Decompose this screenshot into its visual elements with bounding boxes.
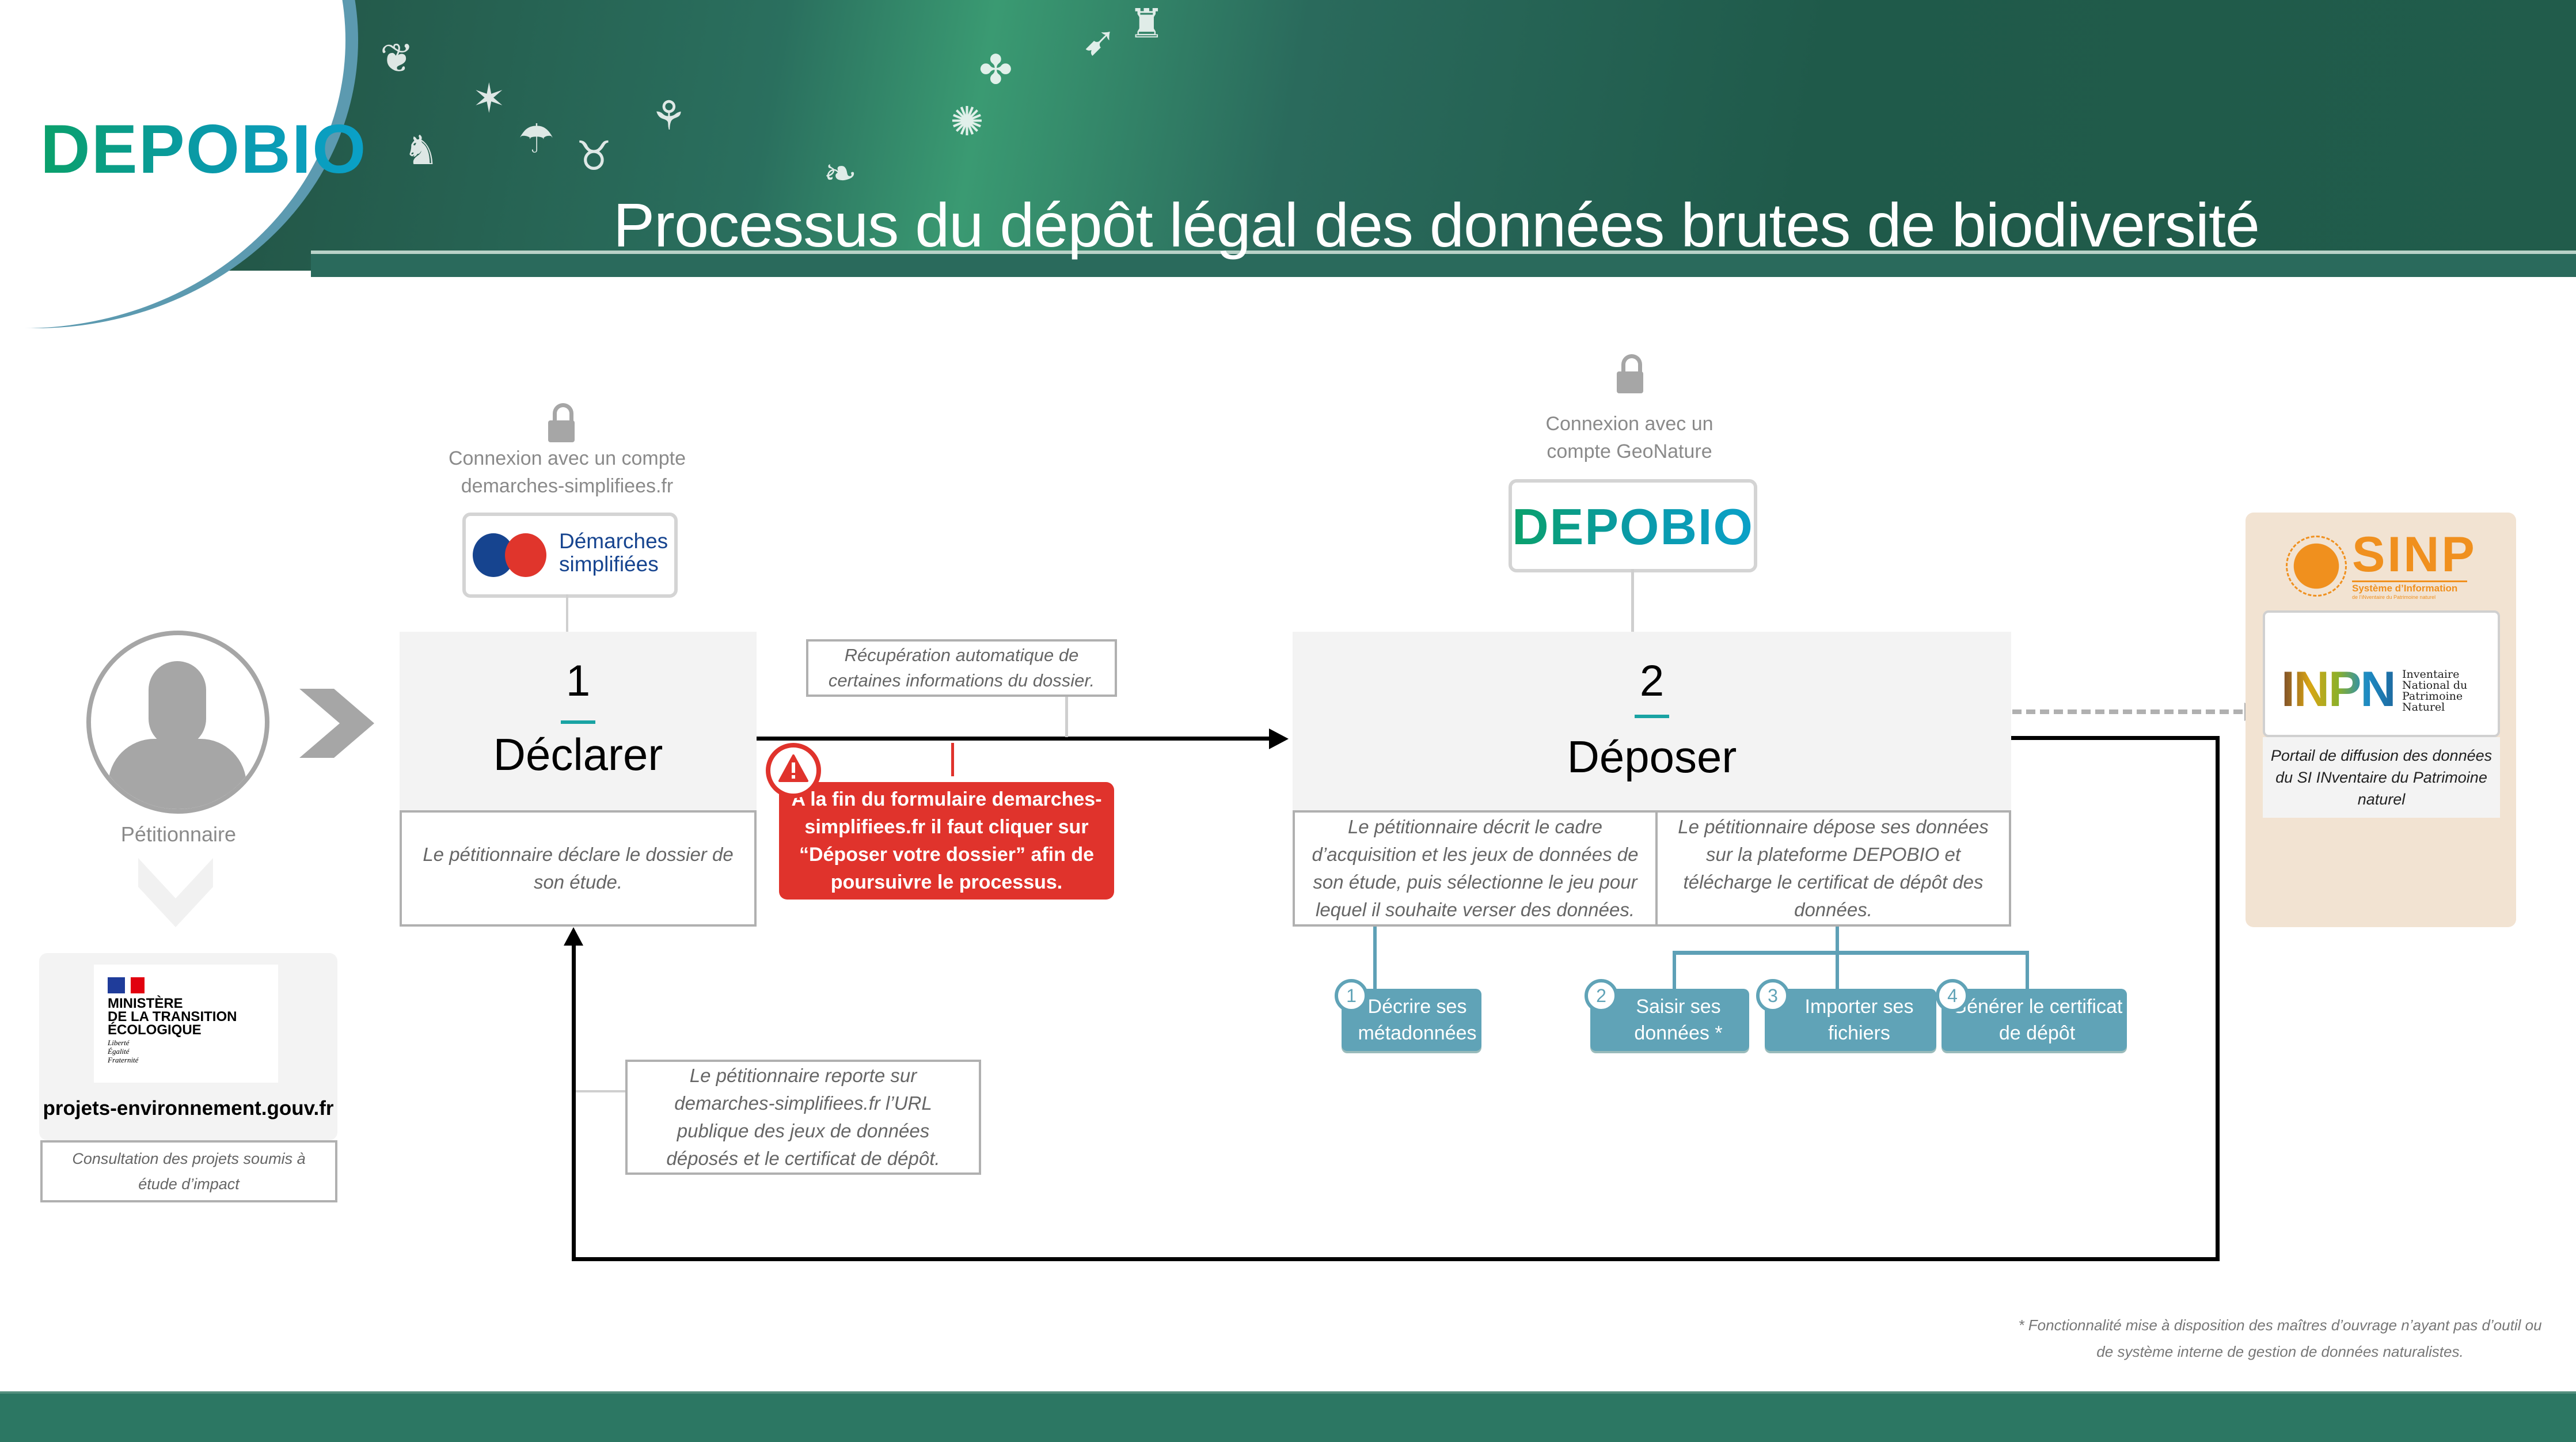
substep-describe-metadata[interactable]: Décrire ses métadonnées [1342, 989, 1481, 1051]
page-title: Processus du dépôt légal des données bru… [613, 190, 2260, 260]
ministere-logo: MINISTÈRE DE LA TRANSITION ÉCOLOGIQUE Li… [94, 965, 278, 1083]
demarches-simplifiees-logo[interactable]: Démarches simplifiées [462, 513, 678, 598]
feedback-note: Le pétitionnaire reporte sur demarches-s… [625, 1060, 981, 1175]
substep-number-badge: 2 [1585, 979, 1618, 1012]
step1-header: 1 Déclarer [400, 632, 757, 810]
step2-header: 2 Déposer [1293, 632, 2011, 810]
chevron-down-icon [138, 858, 213, 930]
step1-title: Déclarer [493, 729, 663, 780]
ministere-description: Consultation des projets soumis à étude … [40, 1140, 337, 1202]
step2-auth-caption: Connexion avec un compte GeoNature [1545, 413, 1713, 462]
connector-line [1631, 569, 1634, 632]
connector-line [1673, 951, 1676, 990]
connector-line [1673, 951, 2028, 955]
substep-number-badge: 1 [1335, 979, 1368, 1012]
sinp-subtitle2: de l’iNventaire du Patrimoine naturel [2352, 594, 2436, 600]
warning-triangle-icon [778, 754, 808, 782]
warning-callout: A la fin du formulaire demarches-simplif… [779, 782, 1114, 900]
feedback-loop-line [572, 1257, 2220, 1261]
leaf-icon: ❧ [823, 151, 857, 196]
arrow-right-icon [1269, 728, 1289, 749]
transfer-note: Récupération automatique de certaines in… [806, 639, 1117, 697]
deer-icon: ♞ [403, 128, 439, 173]
dashed-arrow-line [2012, 709, 2243, 714]
sinp-subtitle: Système d’Information [2352, 583, 2458, 594]
connector-line [576, 1090, 625, 1092]
depobio-logo: DEPOBIO [1512, 498, 1754, 555]
step2-description-right: Le pétitionnaire dépose ses données sur … [1655, 810, 2011, 927]
step2-underline [1635, 715, 1669, 718]
substep-generate-certificate[interactable]: Générer le certificat de dépôt [1942, 989, 2127, 1051]
substep-number-badge: 4 [1936, 979, 1969, 1012]
flag-icon [108, 977, 125, 993]
inpn-logo-box[interactable]: INPN Inventaire National du Patrimoine N… [2263, 610, 2500, 737]
person-avatar-icon [86, 631, 269, 814]
sinp-badge-icon [2286, 536, 2347, 597]
feedback-loop-line [2216, 736, 2220, 1261]
lock-icon [1617, 354, 1643, 393]
ministere-card: MINISTÈRE DE LA TRANSITION ÉCOLOGIQUE Li… [39, 953, 337, 1140]
shark-icon: ➹ [1082, 18, 1116, 63]
lock-icon [548, 403, 575, 442]
petitionnaire-label: Pétitionnaire [120, 822, 237, 846]
connector-line [1373, 927, 1377, 990]
header-band [311, 251, 2576, 277]
feedback-loop-line [2011, 736, 2220, 740]
substep-number-badge: 3 [1756, 979, 1789, 1012]
connector-line [1836, 927, 1839, 990]
cow-icon: ♉ [576, 134, 612, 179]
starfish-icon: ✶ [472, 76, 506, 121]
connector-line [2026, 951, 2029, 990]
step1-description: Le pétitionnaire déclare le dossier de s… [400, 810, 757, 927]
inpn-letters: INPN [2281, 662, 2396, 717]
connector-line [566, 594, 568, 632]
warning-connector [951, 743, 954, 776]
coral-icon: ❦ [380, 36, 414, 81]
tractor-icon: ✤ [979, 47, 1013, 92]
step1-auth-caption: Connexion avec un compte demarches-simpl… [448, 447, 686, 497]
arrow-up-icon [564, 927, 583, 946]
footer-band [0, 1391, 2576, 1442]
step2-description-left: Le pétitionnaire décrit le cadre d’acqui… [1293, 810, 1658, 927]
flow-arrow-line [757, 737, 1281, 741]
sinp-title: SINP [2352, 527, 2477, 582]
footnote: * Fonctionnalité mise à disposition des … [2018, 1316, 2542, 1360]
step2-title: Déposer [1567, 731, 1737, 782]
sinp-description: Portail de diffusion des données du SI I… [2263, 737, 2500, 818]
step1-number: 1 [565, 657, 591, 705]
depobio-logo-box[interactable]: DEPOBIO [1509, 479, 1757, 572]
connector-line [1065, 697, 1068, 737]
parachute-icon: ☂ [518, 116, 554, 161]
depobio-logo: DEPOBIO [40, 111, 367, 188]
step1-underline [561, 720, 595, 724]
bird-icon: ⚘ [651, 93, 687, 138]
header-banner: ❦ ✶ ♞ ☂ ♉ ⚘ ✤ ➹ ♜ ✺ ❧ [0, 0, 2576, 271]
warning-circle [766, 743, 821, 798]
rooster-icon: ♜ [1129, 1, 1165, 46]
ds-red-circle [505, 533, 546, 577]
sinp-panel: SINP Système d’Information de l’iNventai… [2246, 513, 2516, 927]
feedback-loop-line [572, 944, 576, 1261]
crab-icon: ✺ [950, 99, 984, 144]
ministere-site-link[interactable]: projets-environnement.gouv.fr [43, 1097, 334, 1120]
substep-import-files[interactable]: Importer ses fichiers [1765, 989, 1936, 1051]
step2-number: 2 [1639, 657, 1665, 705]
